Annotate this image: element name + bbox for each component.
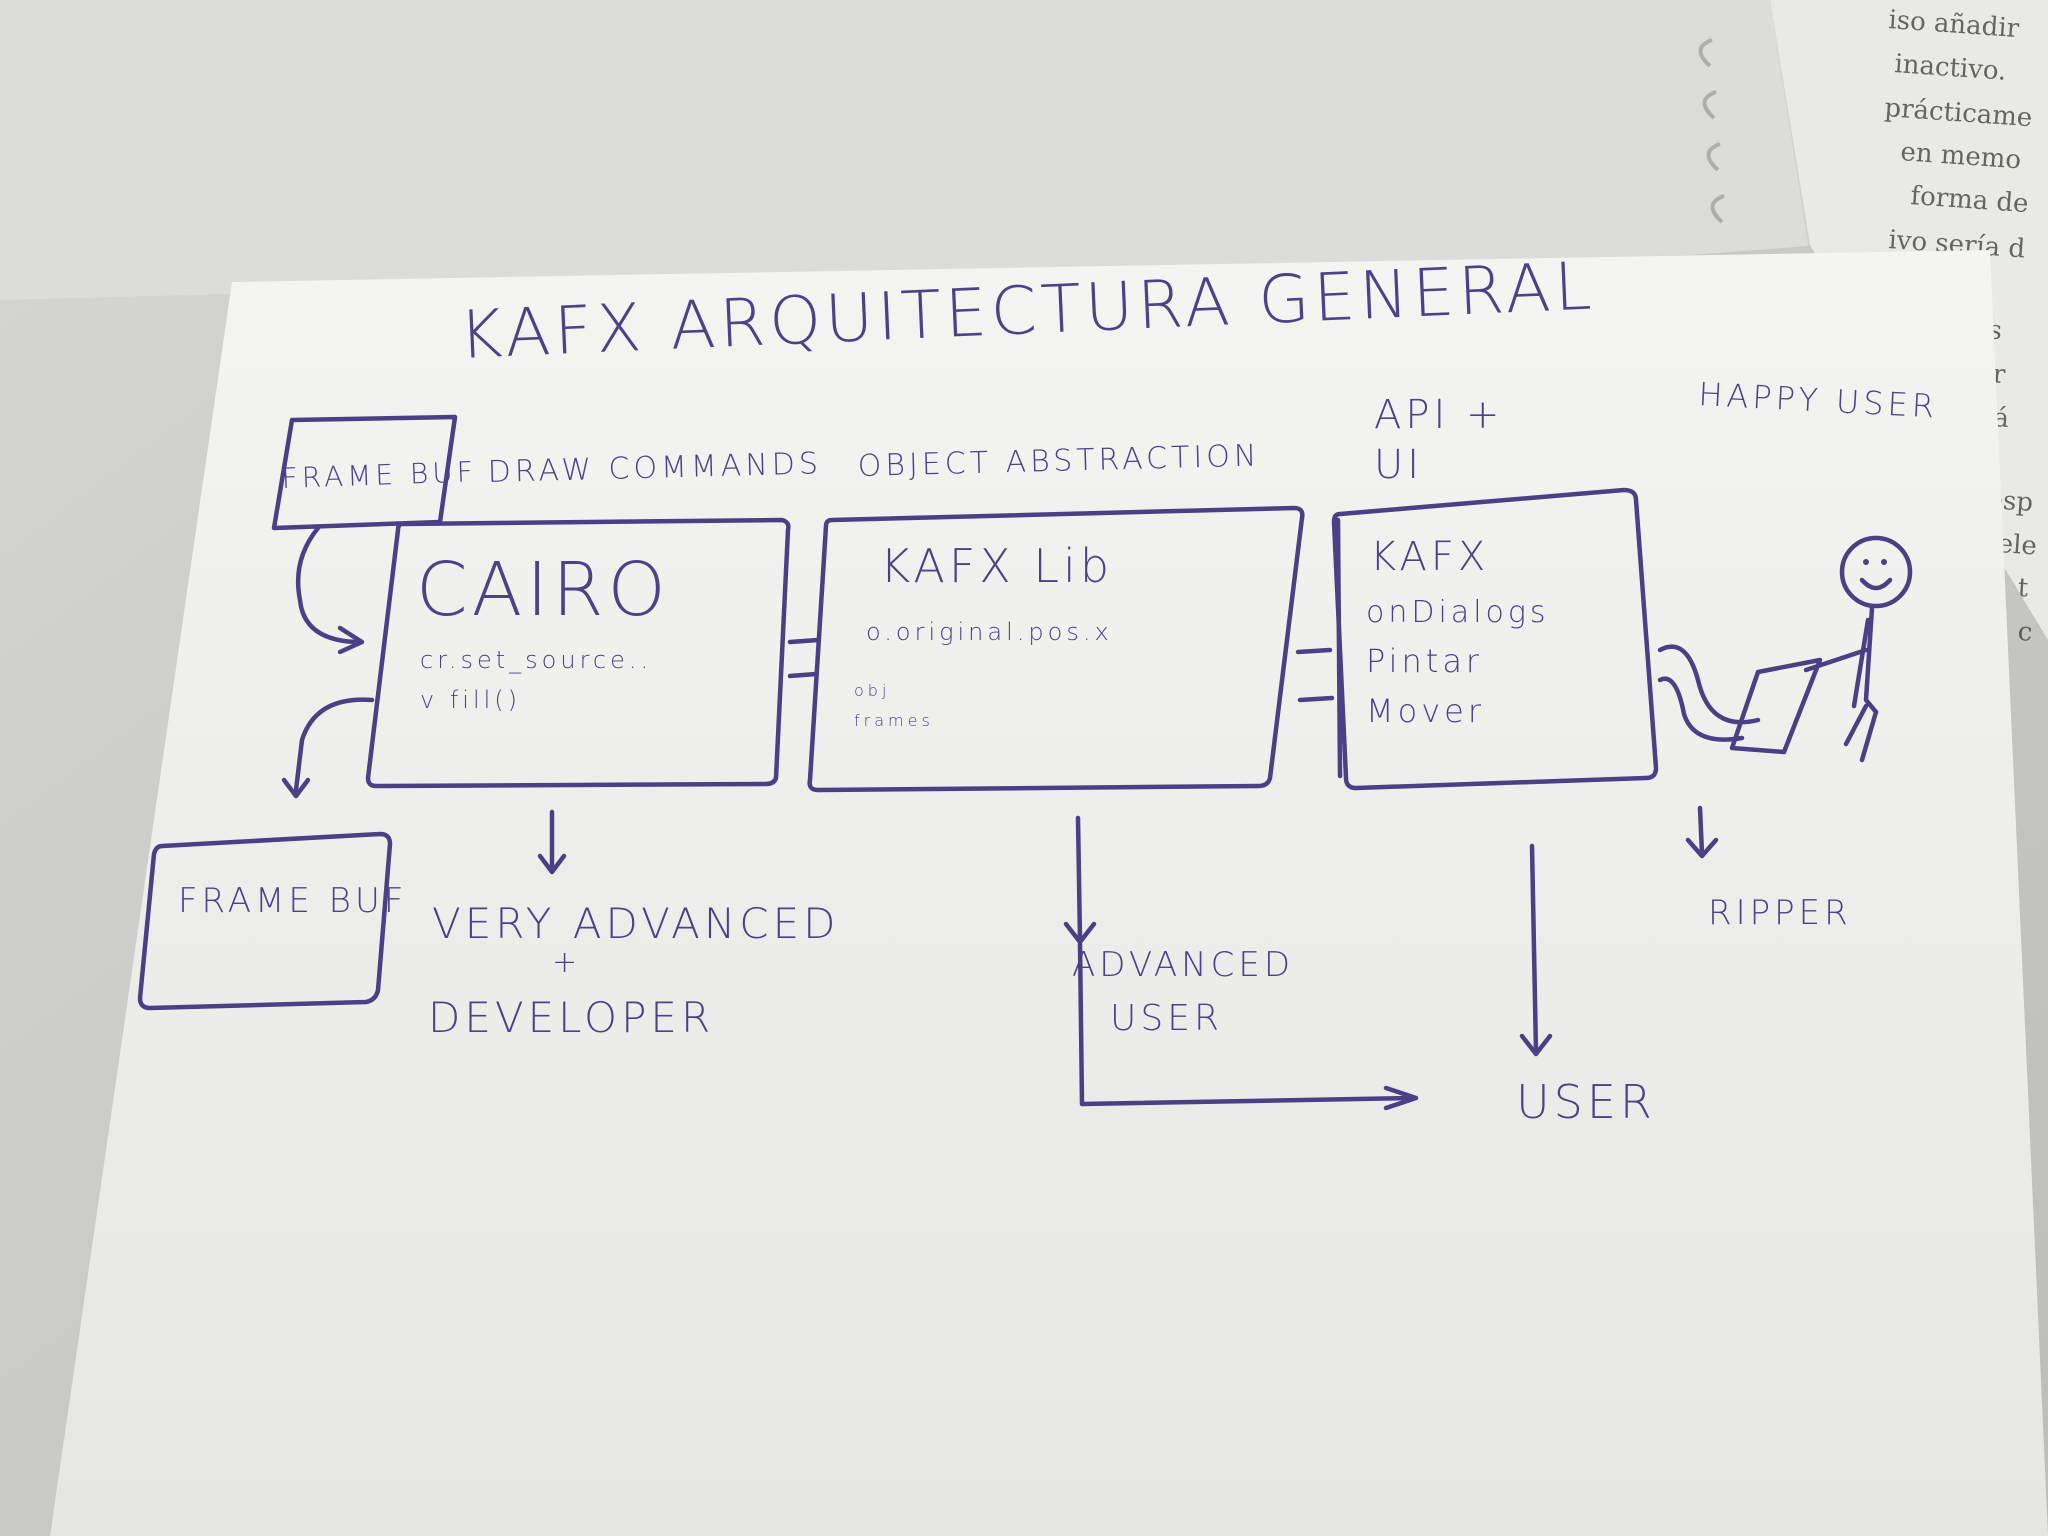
paper-sheet [50,250,2048,1536]
cairo-kafxlib-arrows [787,637,821,679]
kafx-lib-title: KAFX Lib [880,539,1113,593]
framebuffer-to-cairo-arrow [295,525,359,645]
advanced-user-to-user-arrow [1077,941,1415,1107]
ripper-label: RIPPER [1708,893,1852,933]
advanced-user-to-user-arrowhead [1383,1085,1419,1111]
kafx-ui-box [1331,487,1659,791]
kafx-ui-line-3: Mover [1366,692,1485,730]
kafx-ui-line-1: onDialogs [1366,595,1550,630]
spiral-ring [1702,90,1717,120]
book-text-line: c [2017,617,2034,648]
spiral-ring [1698,38,1713,68]
advanced-user-label-line1: ADVANCED [1072,945,1294,985]
cairo-to-framebuffer-arrowhead [281,777,311,799]
notebook-page [0,0,1808,300]
cairo-line-2: v fill() [420,686,521,714]
cairo-line-1: cr.set_source.. [420,646,652,674]
kafx-ui-title: KAFX [1370,534,1489,580]
advanced-user-label-line2: USER [1110,998,1223,1039]
framebuffer-top-label: FRAME BUF [281,455,477,495]
kafxlib-audience-arrow [1075,815,1083,943]
very-advanced-label: VERY ADVANCED [432,899,840,948]
kafxui-audience-arrow [1529,843,1539,1055]
framebuffer-to-cairo-arrowhead [337,625,365,655]
user-cable-2 [1657,676,1745,742]
draw-commands-label: DRAW COMMANDS [487,446,822,490]
book-text-line: t [2017,573,2030,604]
framebuffer-bottom-box [137,831,393,1011]
happy-user-audience-arrow [1697,805,1705,857]
kafxlib-kafxui-arrows [1295,647,1335,703]
user-cable [1657,644,1761,725]
happy-user-figure [1803,535,1913,763]
plus-sign: + [552,945,581,980]
kafx-lib-box [807,505,1305,793]
kafx-ui-box-left-edge [1335,517,1343,779]
cairo-audience-arrowhead [537,853,567,875]
spiral-ring [1706,142,1721,172]
user-label: USER [1516,1075,1656,1129]
kafx-ui-line-2: Pintar [1366,642,1483,680]
spiral-ring [1710,194,1725,224]
kafx-lib-line-3: frames [854,711,934,730]
api-ui-label-line2: UI [1374,442,1423,488]
kafxui-audience-arrowhead [1519,1033,1553,1057]
happy-user-audience-arrowhead [1685,837,1719,859]
kafx-lib-line-2: obj [854,681,890,700]
cairo-to-framebuffer-arrow [293,697,375,793]
kafx-lib-line-1: o.original.pos.x [866,618,1113,646]
api-ui-label-line1: API + [1374,392,1504,438]
developer-label: DEVELOPER [428,993,714,1042]
framebuffer-bottom-label: FRAME BUF [178,881,407,921]
cairo-title: CAIRO [416,547,670,633]
cairo-box [365,517,791,789]
